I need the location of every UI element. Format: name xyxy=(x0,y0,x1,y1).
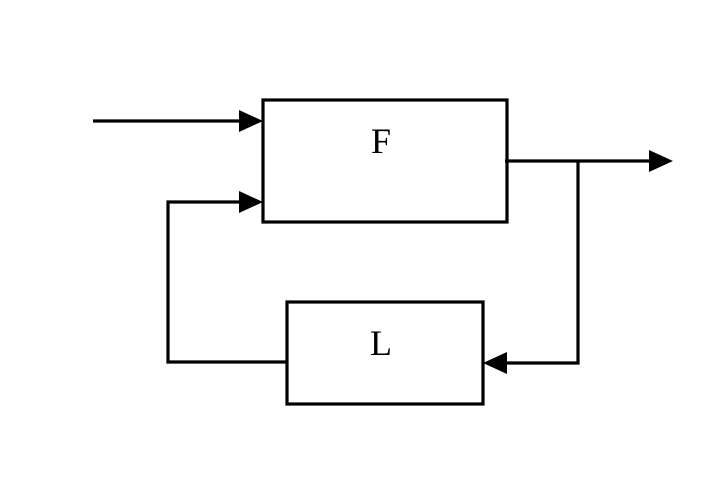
forward-block-label: F xyxy=(371,121,391,161)
forward-block: F xyxy=(261,98,509,224)
input-signal xyxy=(93,110,263,132)
feedback-block-box xyxy=(285,300,485,406)
feedback-block: L xyxy=(285,300,485,406)
feedback-tap-line xyxy=(505,161,580,365)
output-signal xyxy=(505,150,673,172)
feedback-return-arrowhead xyxy=(239,191,263,213)
feedback-tap-arrowhead xyxy=(483,352,507,374)
input-arrowhead xyxy=(239,110,263,132)
feedback-tap xyxy=(483,161,580,374)
feedback-block-label: L xyxy=(370,323,392,363)
feedback-return xyxy=(166,191,287,364)
forward-block-box xyxy=(261,98,509,224)
output-arrowhead xyxy=(649,150,673,172)
feedback-return-line xyxy=(166,200,287,364)
